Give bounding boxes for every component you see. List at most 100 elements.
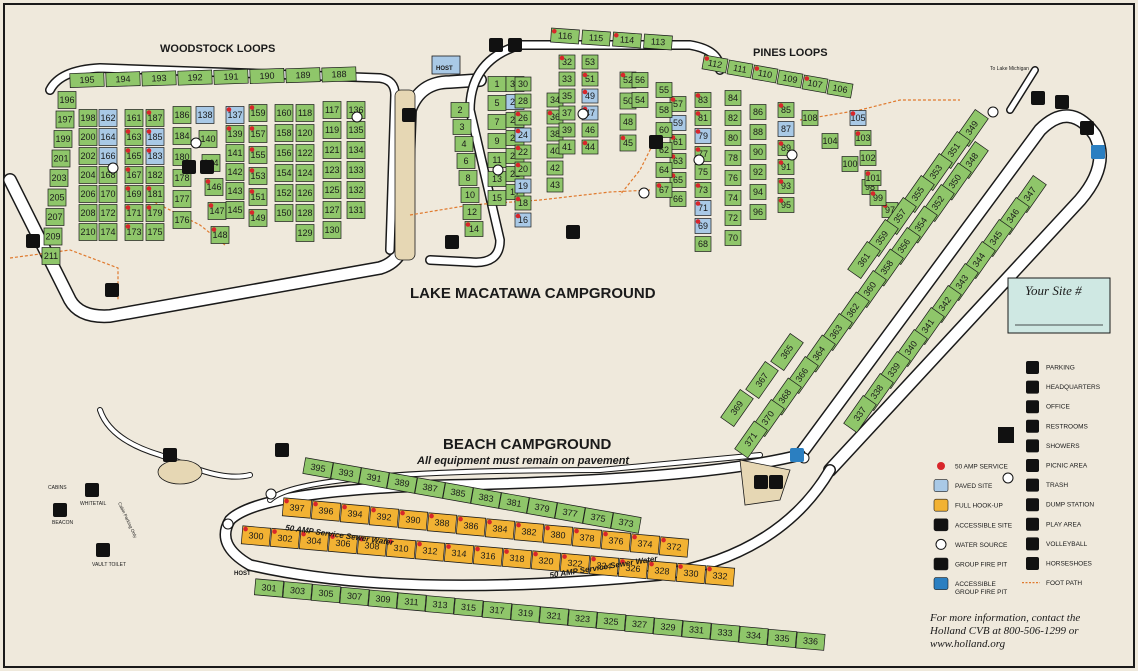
- campsite-number: 170: [100, 189, 115, 199]
- campsite-number: 152: [276, 188, 291, 198]
- campsite-number: 79: [698, 131, 708, 141]
- campsite-shape: [559, 552, 591, 575]
- campsite-shape: [801, 110, 819, 126]
- water-source-icon: [577, 108, 589, 120]
- campsite-number: 308: [364, 540, 380, 551]
- your-site-label: Your Site #: [1025, 283, 1082, 298]
- campsite-shape: [386, 472, 418, 494]
- campsite-shape: [558, 105, 576, 121]
- campsite-shape: [694, 236, 712, 252]
- legend-right: PARKINGHEADQUARTERSOFFICERESTROOMSSHOWER…: [1022, 361, 1101, 587]
- campsite-number: 130: [324, 225, 339, 235]
- campsite-84: 84: [724, 90, 742, 106]
- campsite-158: 158: [274, 124, 294, 142]
- campsite-shape: [78, 128, 98, 146]
- campsite-number: 306: [335, 538, 351, 549]
- campsite-382: 382: [513, 521, 545, 543]
- legend-item-restrooms: RESTROOMS: [1026, 419, 1089, 433]
- amp-service-star: [778, 141, 784, 146]
- amp-service-star: [487, 519, 492, 525]
- campsite-number: 329: [660, 621, 676, 632]
- campsite-172: 172: [98, 204, 118, 222]
- campsite-shape: [460, 187, 480, 203]
- campsite-number: 204: [80, 170, 95, 180]
- amp-service-star: [778, 179, 784, 184]
- campsite-171: 171: [124, 204, 144, 222]
- amp-service-star: [778, 103, 784, 108]
- amp-service-star: [515, 145, 521, 151]
- water-source-icon: [693, 154, 705, 166]
- campsite-number: 312: [422, 545, 438, 556]
- campsite-number: 195: [79, 75, 94, 86]
- amp-service-star: [458, 516, 463, 522]
- campsite-number: 376: [608, 535, 624, 546]
- campsite-number: 150: [276, 208, 291, 218]
- campsite-shape: [43, 227, 63, 246]
- campsite-shape: [571, 527, 603, 549]
- campsite-number: 382: [521, 526, 537, 537]
- campsite-number: 175: [147, 227, 162, 237]
- amp-service-star: [515, 128, 521, 134]
- campsite-number: 56: [635, 75, 645, 85]
- campsite-number: 93: [781, 181, 791, 191]
- campsite-number: 319: [518, 607, 534, 618]
- campsite-number: 145: [227, 205, 242, 215]
- campsite-shape: [98, 223, 118, 241]
- campsite-number: 66: [673, 194, 683, 204]
- campsite-number: 6: [463, 156, 468, 166]
- campsite-number: 193: [151, 73, 166, 84]
- campsite-334: 334: [738, 626, 769, 646]
- campsite-number: 188: [331, 69, 346, 80]
- campsite-number: 55: [659, 85, 669, 95]
- campsite-112: 112: [701, 54, 729, 74]
- campsite-shape: [558, 71, 576, 87]
- water-source-icon: [265, 488, 277, 500]
- campsite-number: 33: [562, 74, 572, 84]
- campsite-number: 207: [47, 212, 62, 222]
- campsite-number: 84: [728, 93, 738, 103]
- amp-service-star: [695, 93, 701, 98]
- campsite-shape: [249, 68, 285, 84]
- water-source-circle: [265, 488, 277, 500]
- campsite-number: 178: [174, 173, 189, 183]
- campsite-373: 373: [610, 512, 642, 534]
- campsite-110: 110: [751, 64, 779, 84]
- campsite-shape: [724, 130, 742, 146]
- campsite-shape: [295, 104, 315, 122]
- campsite-number: 387: [422, 482, 439, 494]
- amp-service-star: [545, 525, 550, 531]
- campsite-85: 85: [777, 102, 795, 118]
- campsite-shape: [738, 626, 769, 646]
- campsite-19: 19: [514, 178, 532, 194]
- amp-service-star: [249, 147, 255, 152]
- amp-service-star: [778, 160, 784, 165]
- campsite-6: 6: [456, 153, 476, 169]
- campsite-number: 323: [575, 613, 591, 624]
- campsite-45: 45: [619, 134, 637, 152]
- campsite-number: 164: [100, 132, 115, 142]
- campsite-146: 146: [204, 178, 224, 196]
- legend-label: VOLLEYBALL: [1046, 541, 1088, 548]
- campsite-322: 322: [559, 552, 591, 575]
- campsite-number: 77: [698, 149, 708, 159]
- campsite-369: 369: [720, 388, 754, 428]
- campsite-81: 81: [694, 110, 712, 126]
- campsite-number: 20: [518, 164, 528, 174]
- campsite-number: 177: [174, 194, 189, 204]
- campsite-shape: [600, 530, 632, 552]
- campsite-shape: [98, 147, 118, 165]
- contact-line-1: For more information, contact the: [929, 612, 1080, 624]
- campsite-shape: [274, 104, 294, 122]
- amp-service-star: [342, 504, 347, 510]
- campsite-390: 390: [397, 509, 429, 531]
- campsite-number: 200: [80, 132, 95, 142]
- campsite-shape: [414, 477, 446, 499]
- campsite-186: 186: [172, 106, 192, 124]
- campsite-175: 175: [145, 223, 165, 241]
- campsite-323: 323: [567, 609, 598, 629]
- legend-item-full-hookup: FULL HOOK-UP: [933, 498, 1003, 512]
- campsite-number: 385: [450, 487, 467, 499]
- campsite-114: 114: [612, 31, 642, 49]
- campsite-74: 74: [724, 190, 742, 206]
